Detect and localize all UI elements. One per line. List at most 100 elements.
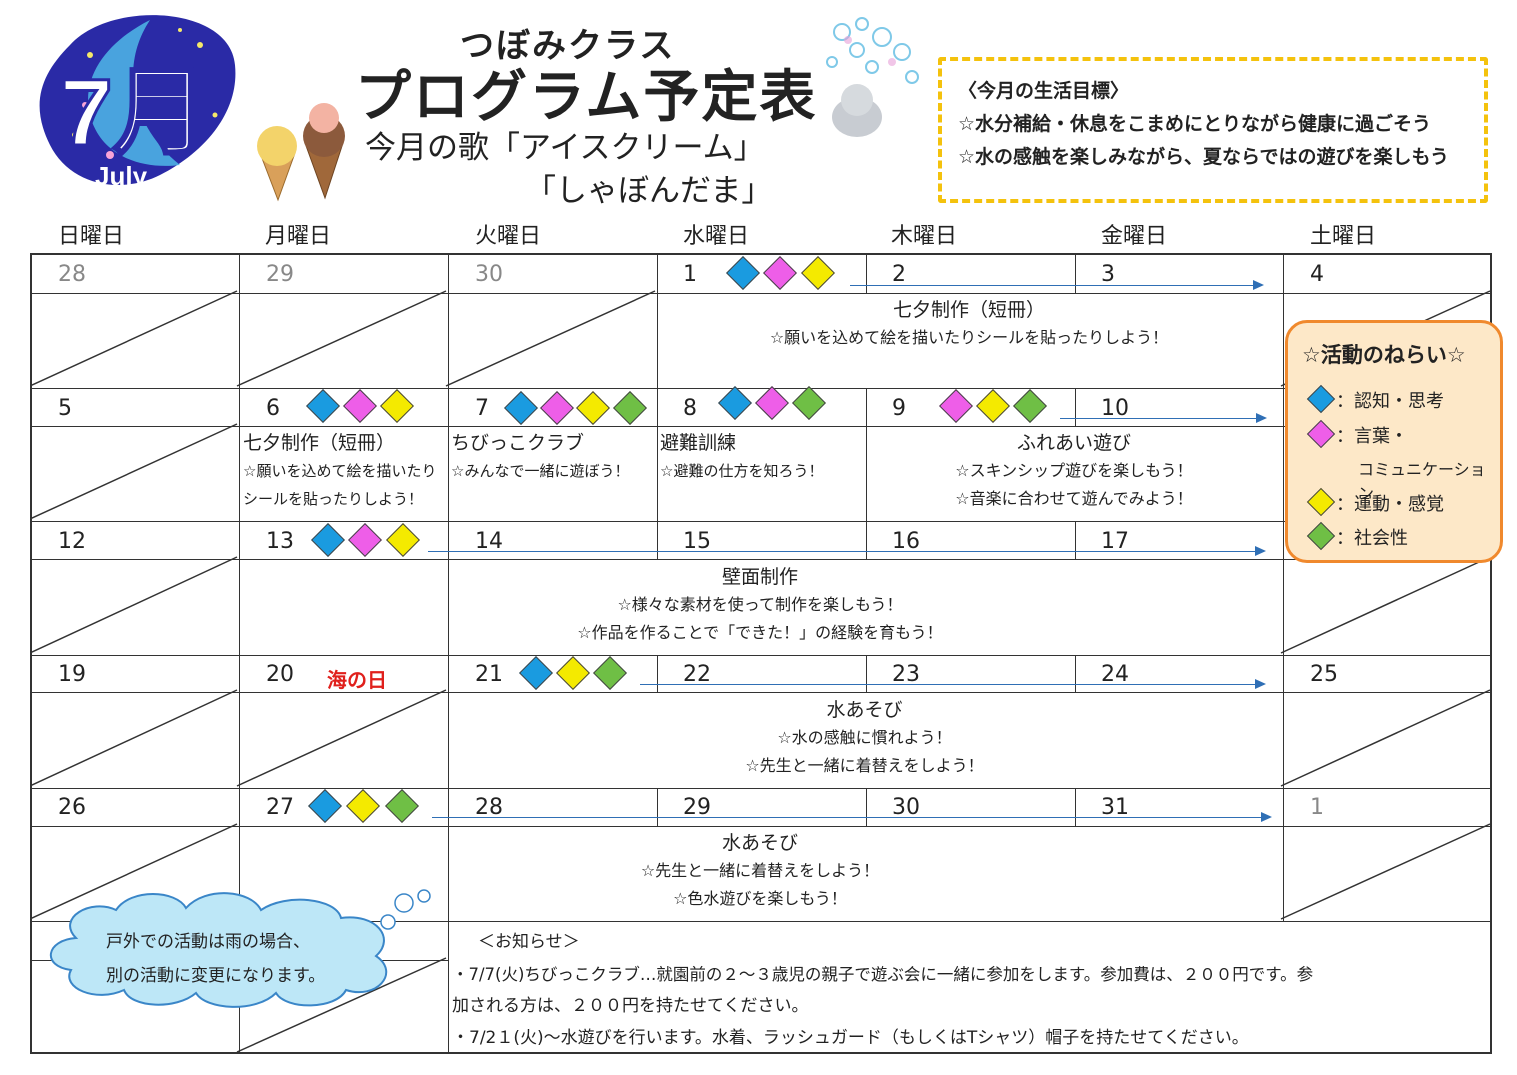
day-number: 9 [892,396,906,421]
monthly-goals-box: 〈今月の生活目標〉 ☆水分補給・休息をこまめにとりながら健康に過ごそう ☆水の感… [938,57,1488,203]
aim-label: ：社会性 [1336,528,1408,549]
activity-desc: ☆音楽に合わせて遊んでみよう！ [955,489,1193,508]
aim-diamond-pink-icon [1306,419,1336,449]
activity-w2-mon: 七夕制作（短冊） ☆願いを込めて絵を描いたり シールを貼ったりしよう！ [243,429,448,513]
day-number: 13 [266,529,294,554]
day-number: 29 [266,262,294,287]
class-name: つぼみクラス [460,26,676,66]
day-number: 27 [266,795,294,820]
song-of-month: 今月の歌「アイスクリーム」 [365,130,765,166]
activity-desc: ☆作品を作ることで「できた！」の経験を育もう！ [577,623,943,642]
day-number: 5 [58,396,72,421]
activity-desc: ☆色水遊びを楽しもう！ [673,889,847,908]
day-number: 8 [683,396,697,421]
day-number: 24 [1101,662,1129,687]
holiday-label: 海の日 [327,668,387,692]
day-number: 1 [1310,795,1324,820]
activity-title: 七夕制作（短冊） [892,299,1045,321]
day-number: 1 [683,262,697,287]
rain-notice-cloud [50,889,431,1008]
weekday-tue: 火曜日 [475,224,542,249]
aim-label: ：言葉・ [1336,426,1408,447]
day-number: 17 [1101,529,1129,554]
weekday-sat: 土曜日 [1310,224,1377,249]
span-arrow-icon [1060,413,1267,423]
cloud-text: 戸外での活動は雨の場合、 [106,932,310,952]
activity-title: ふれあい遊び [1016,432,1131,454]
day-number: 7 [475,396,489,421]
day-number: 16 [892,529,920,554]
song-of-month-2: 「しゃぼんだま」 [525,173,773,209]
activity-title: 水あそび [826,699,903,721]
day-number: 2 [892,262,906,287]
activity-desc: ☆先生と一緒に着替えをしよう！ [745,756,984,775]
activity-desc: ☆願いを込めて絵を描いたり [243,462,437,480]
day-number: 12 [58,529,86,554]
day-number: 20 [266,662,294,687]
activity-w2-thu: ふれあい遊び ☆スキンシップ遊びを楽しもう！ ☆音楽に合わせて遊んでみよう！ [865,429,1283,513]
weekday-fri: 金曜日 [1101,224,1168,249]
activity-desc: ☆避難の仕方を知ろう！ [660,462,824,480]
day-number: 28 [475,795,503,820]
aim-label: ：認知・思考 [1336,391,1444,412]
day-number: 14 [475,529,503,554]
day-number: 28 [58,262,86,287]
weekday-sun: 日曜日 [58,224,125,249]
span-arrow-icon [432,812,1272,822]
activity-title: 壁面制作 [721,566,798,588]
day-number: 23 [892,662,920,687]
aim-diamond-green-icon [1306,521,1336,551]
goal-item: ☆水分補給・休息をこまめにとりながら健康に過ごそう [958,113,1432,135]
day-number: 3 [1101,262,1115,287]
activity-w4: 水あそび ☆水の感触に慣れよう！ ☆先生と一緒に着替えをしよう！ [447,696,1282,780]
month-english-text: July [95,161,148,191]
activity-w5: 水あそび ☆先生と一緒に着替えをしよう！ ☆色水遊びを楽しもう！ [238,829,1282,913]
activity-aims-legend: ☆活動のねらい☆ ：認知・思考 ：言葉・ コミュニケーション ：運動・感覚 ：社… [1285,320,1503,563]
activity-desc: ☆様々な素材を使って制作を楽しもう！ [617,595,903,614]
aim-diamond-yellow-icon [1306,487,1336,517]
weekday-wed: 水曜日 [683,224,750,249]
activity-w2-tue: ちびっこクラブ ☆みんなで一緒に遊ぼう！ [451,429,656,485]
weekday-mon: 月曜日 [265,224,332,249]
day-number: 19 [58,662,86,687]
day-number: 30 [892,795,920,820]
goals-title: 〈今月の生活目標〉 [958,80,1130,102]
ice-cream-illustration [257,103,345,202]
activity-title: 七夕制作（短冊） [243,432,396,454]
activity-w1: 七夕制作（短冊） ☆願いを込めて絵を描いたりシールを貼ったりしよう！ [656,296,1282,352]
activity-w3: 壁面制作 ☆様々な素材を使って制作を楽しもう！ ☆作品を作ることで「できた！」の… [238,563,1282,647]
aim-label: コミュニケーション [1358,460,1486,503]
day-number: 22 [683,662,711,687]
aim-label: ：運動・感覚 [1336,494,1444,515]
day-number: 26 [58,795,86,820]
activity-title: 水あそび [721,832,798,854]
day-number: 6 [266,396,280,421]
span-arrow-icon [850,280,1264,290]
notice-line: ・7/7(火)ちびっこクラブ…就園前の２～３歳児の親子で遊ぶ会に一緒に参加をしま… [452,965,1314,984]
bubbles-elephant-illustration [826,17,919,137]
month-number-text: 7月 [60,60,208,166]
day-number: 31 [1101,795,1129,820]
day-number: 4 [1310,262,1324,287]
day-number: 15 [683,529,711,554]
day-number: 10 [1101,396,1129,421]
activity-desc: ☆スキンシップ遊びを楽しもう！ [955,461,1193,480]
calendar-grid [30,253,1492,1054]
day-number: 29 [683,795,711,820]
activity-desc: ☆願いを込めて絵を描いたりシールを貼ったりしよう！ [769,328,1169,347]
activity-desc: シールを貼ったりしよう！ [243,490,424,508]
aim-diamond-blue-icon [1306,384,1336,414]
activity-title: ちびっこクラブ [451,432,585,454]
activity-desc: ☆先生と一緒に着替えをしよう！ [640,861,880,880]
notice-line: ・7/2１(火)～水遊びを行います。水着、ラッシュガード（もしくはTシャツ）帽子… [452,1028,1249,1048]
activity-desc: ☆水の感触に慣れよう！ [777,728,952,747]
page-title: プログラム予定表 [355,65,818,130]
activity-desc: ☆みんなで一緒に遊ぼう！ [451,462,630,480]
span-arrow-icon [428,546,1266,556]
cloud-text: 別の活動に変更になります。 [106,966,326,986]
aims-title: ☆活動のねらい☆ [1302,343,1466,367]
notice-line: 加される方は、２００円を持たせてください。 [452,996,809,1016]
day-number: 30 [475,262,503,287]
goal-item: ☆水の感触を楽しみながら、夏ならではの遊びを楽しもう [958,146,1449,168]
month-badge: 7月 July [39,15,236,191]
